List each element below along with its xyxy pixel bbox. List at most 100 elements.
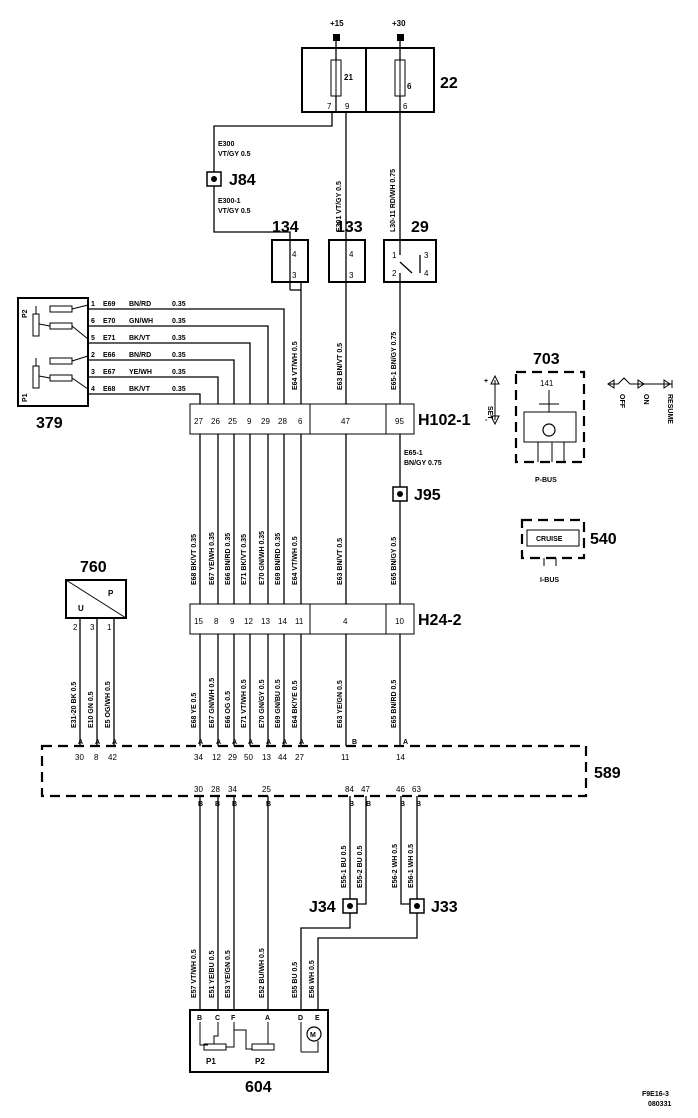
- ecu-top-letter-13: A: [266, 739, 271, 746]
- sensor-760-id: 760: [80, 559, 107, 576]
- module-540[interactable]: CRUISE 540 I-BUS: [520, 518, 617, 584]
- wire-e71-lower-label: E71 VT/WH 0.5: [241, 679, 248, 728]
- s379-pin-1: 1: [91, 301, 95, 308]
- connector-h102-1[interactable]: 27 26 25 9 29 28 6 47 95 H102-1: [189, 403, 471, 435]
- ecu-bot-pin-30: 30: [194, 785, 203, 794]
- sensor-379-p1: P1: [22, 393, 29, 402]
- s379-size-4: 0.35: [172, 386, 186, 393]
- junction-j34[interactable]: J34: [309, 898, 358, 916]
- connector-h102-1-id: H102-1: [418, 412, 471, 429]
- fuse-box-22[interactable]: 21 6 22 7 9 6: [301, 47, 458, 113]
- ecu-top-pin-42: 42: [108, 753, 117, 762]
- sensor-379-resistor-2: [49, 322, 73, 330]
- switch-minus-label: -: [485, 417, 488, 424]
- switch-29-pin3: 3: [424, 251, 429, 260]
- sensor-760-pin-1: 1: [107, 623, 112, 632]
- fuse-6-label: 6: [407, 82, 412, 91]
- wire-e55-2-label: E55-2 BU 0.5: [357, 845, 364, 888]
- switch-resume-arrow: [663, 379, 671, 389]
- connector-h24-2[interactable]: 15 8 9 12 13 14 11 4 10 H24-2: [189, 603, 462, 635]
- actuator-motor: [306, 1026, 322, 1042]
- ecu-top-pin-12: 12: [212, 753, 221, 762]
- switch-29-pin2: 2: [392, 269, 397, 278]
- wire-e64-lower-label: E64 BK/YE 0.5: [292, 680, 299, 728]
- footer-date: 080331: [648, 1101, 671, 1108]
- junction-j84[interactable]: J84: [206, 171, 256, 189]
- h102-pin-29: 29: [261, 417, 270, 426]
- ecu-top-pin-50: 50: [244, 753, 253, 762]
- actuator-pin-a: A: [265, 1015, 270, 1022]
- junction-j33[interactable]: J33: [409, 898, 458, 916]
- h102-pin-47: 47: [341, 417, 350, 426]
- actuator-pot-p2: [251, 1043, 275, 1051]
- ecu-bot-letter-46: B: [400, 801, 405, 808]
- s379-pin-5: 5: [91, 335, 95, 342]
- ecu-top-letter-30: A: [78, 739, 83, 746]
- s379-size-2: 0.35: [172, 352, 186, 359]
- s379-size-1: 0.35: [172, 301, 186, 308]
- actuator-pin-f: F: [231, 1015, 236, 1022]
- relay-134[interactable]: 134 4 3: [271, 219, 309, 283]
- fuse-21-label: 21: [344, 73, 353, 82]
- supply-30-terminal: [397, 34, 404, 41]
- junction-j95[interactable]: J95: [392, 486, 441, 504]
- ecu-top-pin-13: 13: [262, 753, 271, 762]
- switch-on-arrow: [637, 379, 645, 389]
- actuator-pin-e: E: [315, 1015, 320, 1022]
- h102-pin-9: 9: [247, 417, 252, 426]
- module-540-label: CRUISE: [536, 536, 563, 543]
- s379-wire-3: E67: [103, 369, 116, 376]
- switch-29-pin4: 4: [424, 269, 429, 278]
- wire-e56-2-label: E56-2 WH 0.5: [392, 844, 399, 888]
- h102-pin-27: 27: [194, 417, 203, 426]
- wire-e64-upper-label: E64 VT/WH 0.5: [292, 341, 299, 390]
- sensor-379-resistor-3: [49, 357, 73, 365]
- ecu-top-letter-50: A: [248, 739, 253, 746]
- sensor-760[interactable]: 760 U P 2 3 1 E31-20 BK 0.5 E10 GN 0.5 E…: [65, 559, 127, 746]
- switch-set-label: SET: [486, 406, 493, 420]
- actuator-604-outline: [189, 1009, 329, 1073]
- module-703-id: 703: [533, 351, 560, 368]
- sensor-379-pot-1: [32, 313, 40, 337]
- relay-133[interactable]: 133 4 3: [328, 219, 366, 283]
- h24-pin-4: 4: [343, 617, 348, 626]
- relay-134-pin3: 3: [292, 271, 297, 280]
- sensor-379-id: 379: [36, 415, 63, 432]
- actuator-604[interactable]: B C F A D E M P1 P2 604: [189, 1009, 329, 1096]
- wire-e69-lower-label: E69 GN/BU 0.5: [275, 679, 282, 728]
- module-703-switch-body: [523, 411, 577, 443]
- switch-off-label: OFF: [618, 394, 625, 409]
- junction-j84-dot: [211, 176, 217, 182]
- s379-pin-6: 6: [91, 318, 95, 325]
- ecu-589-outline: [40, 744, 588, 798]
- actuator-pin-c: C: [215, 1015, 220, 1022]
- junction-j34-dot: [347, 903, 353, 909]
- module-703[interactable]: 703 141 P-BUS: [514, 351, 586, 484]
- connector-h24-2-body: [189, 603, 415, 635]
- sensor-379[interactable]: P2 P1 379: [17, 297, 89, 432]
- actuator-pin-b: B: [197, 1015, 202, 1022]
- module-703-outline: [514, 370, 586, 464]
- supply-15-label: +15: [330, 19, 344, 28]
- switch-29-outline: [383, 239, 437, 283]
- actuator-604-id: 604: [245, 1079, 272, 1096]
- switch-29[interactable]: 29 1 2 3 4: [383, 219, 437, 283]
- s379-color-2: BN/RD: [129, 352, 151, 359]
- ecu-top-pin-27: 27: [295, 753, 304, 762]
- ecu-top-pin-30: 30: [75, 753, 84, 762]
- s379-pin-2: 2: [91, 352, 95, 359]
- mid-wires: E68 BK/VT 0.35 E67 YE/WH 0.35 E66 BN/RD …: [191, 434, 442, 604]
- module-703-bus: P-BUS: [535, 477, 557, 484]
- s379-size-6: 0.35: [172, 318, 186, 325]
- wire-e10-label: E10 GN 0.5: [88, 691, 95, 728]
- ecu-bot-letter-84: B: [349, 801, 354, 808]
- sensor-379-resistor-1: [49, 305, 73, 313]
- wire-e68-mid-label: E68 BK/VT 0.35: [191, 534, 198, 585]
- module-540-lamp: [526, 529, 580, 547]
- wire-e65-1-upper-label: E65-1 BN/GY 0.75: [391, 332, 398, 390]
- ecu-top-letter-34: A: [198, 739, 203, 746]
- s379-color-6: GN/WH: [129, 318, 153, 325]
- module-540-bus: I-BUS: [540, 577, 559, 584]
- ecu-589[interactable]: 589 A 30 A 8 A 42 A 34 A 12 A 29 A 50 A …: [40, 739, 621, 808]
